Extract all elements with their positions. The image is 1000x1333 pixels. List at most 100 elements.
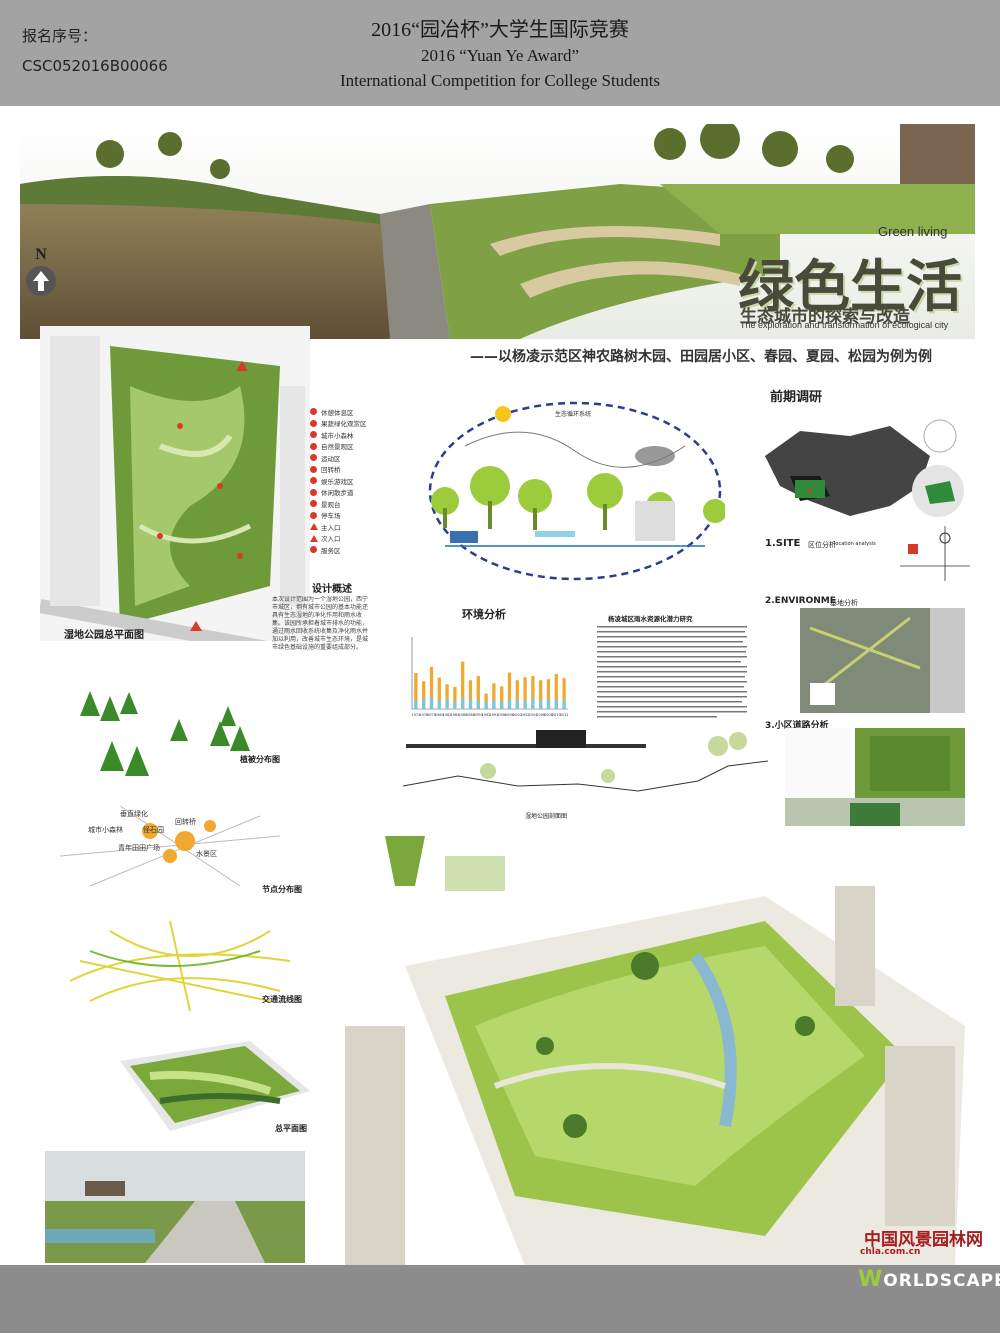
- chart-bar: [523, 677, 527, 709]
- chla-logo-text: 中国风景园林网: [864, 1230, 983, 1250]
- poster-board: Green living 绿色生活 生态城市的探索与改造 The explora…: [0, 106, 1000, 1265]
- chart-bar: [515, 680, 519, 709]
- legend-marker: [310, 408, 317, 416]
- plan-legend: 休憩体息区 果蔬绿化观赏区 城市小森林 自然景观区 运动区 回转桥 娱乐游戏区 …: [310, 406, 367, 556]
- chart-bar: [414, 673, 418, 709]
- aerial-perspective-render: [345, 826, 975, 1265]
- chart-bar: [492, 700, 496, 709]
- registration-code: CSC052016B00066: [22, 57, 168, 75]
- env-analysis-heading: 环境分析: [462, 608, 506, 621]
- location-map: ★: [765, 419, 964, 517]
- design-overview-text: 本次设计范围为一个湿地公园，西宁市城区，拥有城市公园的基本功能还具有生态湿地的净…: [272, 596, 369, 651]
- article-text-block: [597, 626, 747, 718]
- location-star-icon: ★: [806, 486, 813, 495]
- legend-row: 娱乐游戏区: [310, 475, 367, 487]
- chart-tick-label: 2008: [544, 713, 553, 717]
- site-number: 1.SITE: [765, 538, 801, 549]
- vegetation-label: 植被分布图: [240, 755, 280, 764]
- legend-label: 城市小森林: [321, 431, 354, 440]
- chart-bar: [507, 672, 512, 709]
- title-en-2: International Competition for College St…: [339, 71, 661, 90]
- node-boulder: 怪石园: [143, 826, 164, 834]
- legend-label: 回转桥: [321, 466, 341, 475]
- chart-bar: [468, 699, 473, 709]
- chart-tick-label: 2012: [560, 713, 569, 717]
- env-number: 2.ENVIRONME: [765, 596, 836, 606]
- article-title: 杨凌城区雨水资源化潜力研究: [608, 615, 693, 623]
- legend-row: 城市小森林: [310, 429, 367, 441]
- chart-bar: [523, 700, 527, 709]
- park-perspective-photo: [45, 1151, 305, 1263]
- north-label: N: [35, 246, 47, 263]
- chart-axis: [411, 637, 568, 710]
- chart-tick-label: 1984: [450, 713, 460, 717]
- chart-tick-label: 1974: [411, 713, 421, 717]
- header-bar: 报名序号： CSC052016B00066 2016“园冶杯”大学生国际竞赛 2…: [0, 0, 1000, 106]
- node-vertical: 垂直绿化: [120, 810, 148, 818]
- site-en: location analysis: [834, 541, 876, 547]
- legend-row: 服务区: [310, 544, 367, 556]
- nodes-diagram: [60, 806, 280, 886]
- chart-tick-label: 1990: [474, 713, 483, 717]
- chart-bar: [554, 699, 558, 709]
- chart-bar: [484, 701, 488, 709]
- legend-row: 自然景观区: [310, 441, 367, 453]
- legend-row: 景观台: [310, 498, 367, 510]
- title-en-1: 2016 “Yuan Ye Award”: [420, 46, 580, 65]
- chart-bar: [562, 700, 566, 709]
- worldscape-logo: WORLDSCAPE: [858, 1267, 1000, 1292]
- chart-bar: [468, 680, 473, 709]
- chart-bar: [492, 683, 496, 709]
- chart-tick-label: 1986: [458, 713, 467, 717]
- chla-site: chla.com.cn: [860, 1247, 921, 1257]
- traffic-label: 交通流线图: [262, 995, 302, 1004]
- legend-marker: [310, 500, 317, 508]
- rainfall-bar-chart: 1974197619781980198219841986198819901992…: [411, 637, 569, 717]
- chart-bar: [453, 686, 457, 709]
- legend-row: 运动区: [310, 452, 367, 464]
- node-field: 青年田田广场: [118, 844, 160, 852]
- eco-cycle-label: 生态循环系统: [555, 410, 591, 418]
- chart-bar: [453, 701, 457, 709]
- chart-bar: [562, 678, 566, 709]
- chart-bar: [546, 699, 551, 709]
- chart-tick-label: 1980: [435, 713, 444, 717]
- chart-bar: [422, 681, 426, 709]
- chart-bar: [476, 676, 480, 709]
- master-plan-image: [40, 326, 310, 641]
- chart-bar: [500, 686, 504, 709]
- design-overview-heading: 设计概述: [312, 584, 352, 595]
- chart-bar: [484, 693, 488, 709]
- north-indicator: N: [24, 246, 58, 302]
- competition-title: 2016“园冶杯”大学生国际竞赛 2016 “Yuan Ye Award” In…: [0, 18, 1000, 92]
- chart-tick-label: 2010: [552, 713, 561, 717]
- legend-label: 次入口: [321, 535, 341, 544]
- plan-title: 湿地公园总平面图: [64, 630, 144, 641]
- chart-tick-label: 1978: [427, 713, 436, 717]
- chart-tick-label: 2006: [536, 713, 545, 717]
- chart-tick-label: 1988: [466, 713, 475, 717]
- chart-tick-label: 1998: [505, 713, 514, 717]
- footer-bar: 中国风景园林网 chla.com.cn WORLDSCAPE: [0, 1230, 1000, 1333]
- north-arrow-icon: [26, 266, 56, 296]
- chart-bar: [422, 698, 426, 709]
- base-analysis-aerial: [800, 608, 965, 713]
- legend-marker: [310, 477, 317, 485]
- node-rotate: 回转桥: [175, 818, 196, 826]
- title-cn: 2016“园冶杯”大学生国际竞赛: [371, 19, 629, 41]
- node-forest: 城市小森林: [88, 826, 123, 834]
- legend-label: 果蔬绿化观赏区: [321, 420, 367, 429]
- legend-row: 停车场: [310, 510, 367, 522]
- chart-tick-label: 1976: [419, 713, 428, 717]
- env-cn: 基地分析: [830, 599, 858, 607]
- worldscape-w: W: [858, 1267, 884, 1292]
- vegetation-diagram: [80, 691, 250, 776]
- chart-bar: [531, 676, 535, 709]
- main-title: 绿色生活: [738, 255, 962, 320]
- chart-tick-label: 2000: [513, 713, 522, 717]
- sub-title: 生态城市的探索与改造: [740, 307, 910, 327]
- chart-bar: [429, 697, 434, 709]
- chart-bar: [461, 698, 465, 709]
- node-water: 水景区: [196, 850, 217, 858]
